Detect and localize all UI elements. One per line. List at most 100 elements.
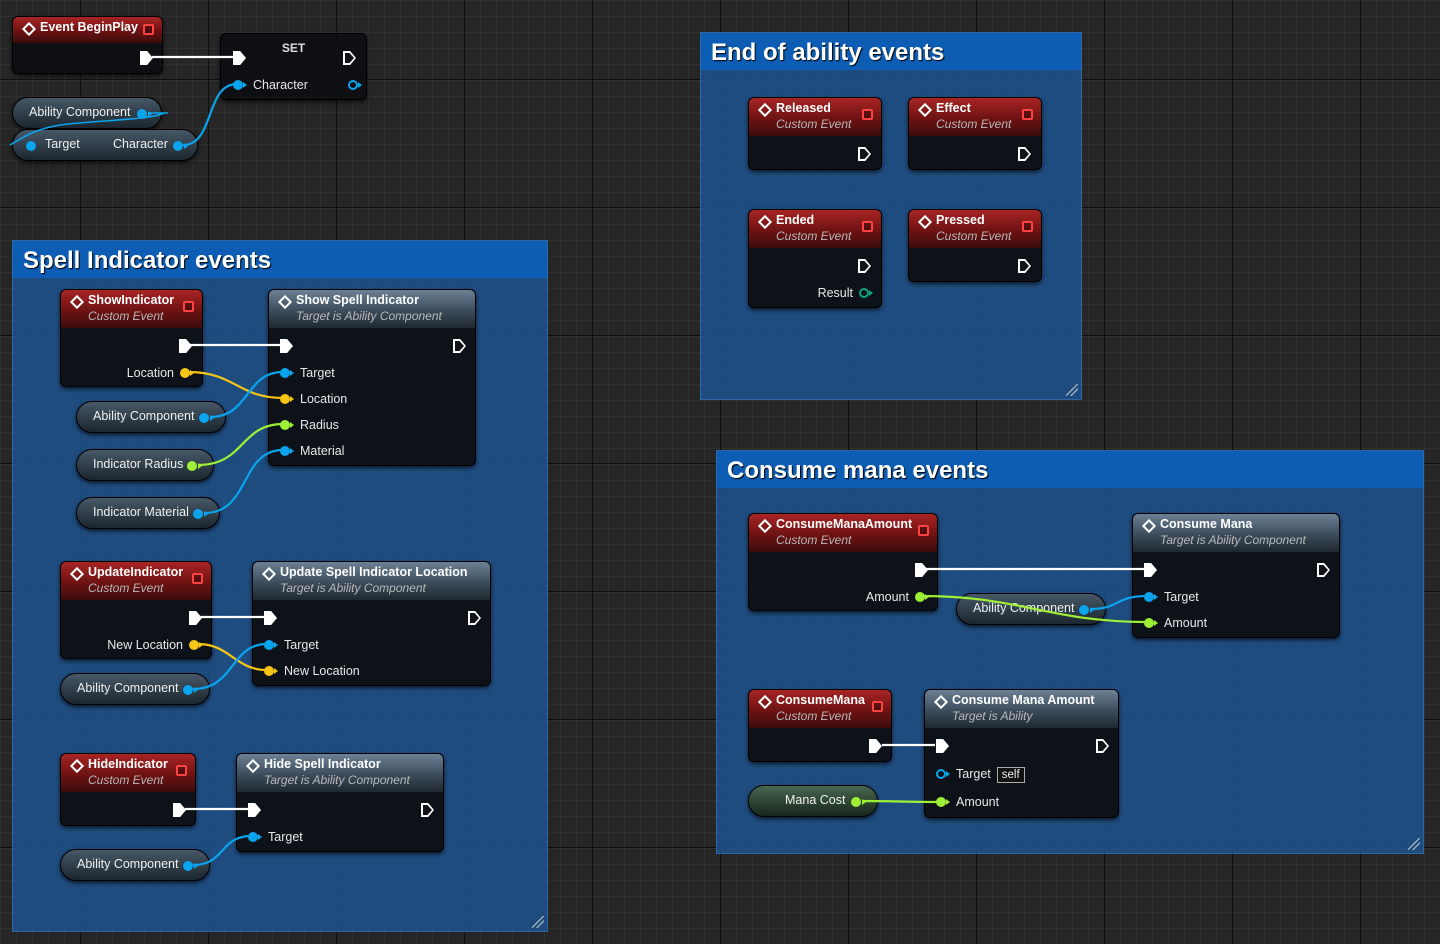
character-in-pin[interactable]: Character <box>233 77 308 93</box>
delegate-pin-icon[interactable] <box>183 301 194 312</box>
ended-event-node[interactable]: Ended Custom Event Result <box>748 209 882 308</box>
exec-out-pin[interactable] <box>343 51 356 65</box>
new-location-in-pin[interactable]: New Location <box>264 663 360 679</box>
node-header[interactable]: Ended Custom Event <box>749 210 881 248</box>
indicator-material-variable[interactable]: Indicator Material <box>76 497 220 529</box>
node-header[interactable]: Pressed Custom Event <box>909 210 1041 248</box>
show-indicator-event-node[interactable]: ShowIndicator Custom Event Location <box>60 289 203 387</box>
exec-in-pin[interactable] <box>248 803 261 817</box>
exec-in-pin[interactable] <box>1144 563 1157 577</box>
consume-mana-amount-event-node[interactable]: ConsumeManaAmount Custom Event Amount <box>748 513 938 611</box>
comment-title[interactable]: Spell Indicator events <box>13 241 547 278</box>
float-pin-icon[interactable] <box>187 461 197 471</box>
node-header[interactable]: Event BeginPlay <box>13 17 162 43</box>
exec-out-pin[interactable] <box>189 611 202 625</box>
new-location-out-pin[interactable]: New Location <box>107 637 205 653</box>
pressed-event-node[interactable]: Pressed Custom Event <box>908 209 1042 282</box>
exec-in-pin[interactable] <box>264 611 277 625</box>
ability-component-variable[interactable]: Ability Component <box>60 673 210 705</box>
ability-component-variable[interactable]: Ability Component <box>76 401 226 433</box>
exec-out-pin[interactable] <box>858 259 871 273</box>
target-in-pin[interactable]: Target <box>248 829 303 845</box>
node-header[interactable]: Update Spell Indicator Location Target i… <box>253 562 490 600</box>
exec-in-pin[interactable] <box>936 739 949 753</box>
object-pin-icon[interactable] <box>183 685 193 695</box>
target-in-pin[interactable]: Target <box>280 365 335 381</box>
event-beginplay-node[interactable]: Event BeginPlay <box>12 16 163 74</box>
delegate-pin-icon[interactable] <box>862 109 873 120</box>
update-spell-indicator-location-node[interactable]: Update Spell Indicator Location Target i… <box>252 561 491 686</box>
ability-component-variable[interactable]: Ability Component <box>12 97 162 129</box>
exec-in-pin[interactable] <box>280 339 293 353</box>
float-pin-icon[interactable] <box>851 797 861 807</box>
hide-spell-indicator-node[interactable]: Hide Spell Indicator Target is Ability C… <box>236 753 444 852</box>
delegate-pin-icon[interactable] <box>192 573 203 584</box>
amount-in-pin[interactable]: Amount <box>936 794 999 810</box>
exec-out-pin[interactable] <box>1096 739 1109 753</box>
amount-in-pin[interactable]: Amount <box>1144 615 1207 631</box>
update-indicator-event-node[interactable]: UpdateIndicator Custom Event New Locatio… <box>60 561 212 659</box>
result-out-pin[interactable]: Result <box>818 285 875 301</box>
node-header[interactable]: ConsumeMana Custom Event <box>749 690 891 728</box>
self-default-value[interactable]: self <box>996 767 1025 783</box>
node-header[interactable]: Hide Spell Indicator Target is Ability C… <box>237 754 443 792</box>
exec-out-pin[interactable] <box>1018 147 1031 161</box>
target-in-pin[interactable]: Target <box>1144 589 1199 605</box>
node-header[interactable]: UpdateIndicator Custom Event <box>61 562 211 600</box>
resize-handle-icon[interactable] <box>1408 838 1420 850</box>
node-header[interactable]: Released Custom Event <box>749 98 881 136</box>
node-header[interactable]: ConsumeManaAmount Custom Event <box>749 514 937 552</box>
object-pin-icon[interactable] <box>137 109 147 119</box>
ability-component-variable[interactable]: Ability Component <box>956 593 1106 625</box>
exec-out-pin[interactable] <box>140 51 153 65</box>
show-spell-indicator-node[interactable]: Show Spell Indicator Target is Ability C… <box>268 289 476 466</box>
object-pin-icon[interactable] <box>193 509 203 519</box>
character-out-pin[interactable] <box>344 77 364 93</box>
hide-indicator-event-node[interactable]: HideIndicator Custom Event <box>60 753 196 826</box>
object-pin-icon[interactable] <box>199 413 209 423</box>
location-in-pin[interactable]: Location <box>280 391 347 407</box>
delegate-pin-icon[interactable] <box>176 765 187 776</box>
indicator-radius-variable[interactable]: Indicator Radius <box>76 449 214 481</box>
radius-in-pin[interactable]: Radius <box>280 417 339 433</box>
delegate-pin-icon[interactable] <box>143 24 154 35</box>
delegate-pin-icon[interactable] <box>872 701 883 712</box>
exec-out-pin[interactable] <box>173 803 186 817</box>
mana-cost-variable[interactable]: Mana Cost <box>748 785 878 817</box>
node-header[interactable]: Consume Mana Amount Target is Ability <box>925 690 1118 728</box>
node-header[interactable]: HideIndicator Custom Event <box>61 754 195 792</box>
set-character-node[interactable]: SET Character <box>220 33 367 100</box>
effect-event-node[interactable]: Effect Custom Event <box>908 97 1042 170</box>
exec-out-pin[interactable] <box>468 611 481 625</box>
material-in-pin[interactable]: Material <box>280 443 344 459</box>
delegate-pin-icon[interactable] <box>918 525 929 536</box>
location-out-pin[interactable]: Location <box>127 365 196 381</box>
delegate-pin-icon[interactable] <box>862 221 873 232</box>
exec-out-pin[interactable] <box>453 339 466 353</box>
delegate-pin-icon[interactable] <box>1022 109 1033 120</box>
node-header[interactable]: Consume Mana Target is Ability Component <box>1133 514 1339 552</box>
resize-handle-icon[interactable] <box>532 916 544 928</box>
target-in-pin[interactable]: Target <box>264 637 319 653</box>
object-pin-icon[interactable] <box>183 861 193 871</box>
character-pin-icon[interactable] <box>173 141 183 151</box>
consume-mana-node[interactable]: Consume Mana Target is Ability Component… <box>1132 513 1340 638</box>
consume-mana-amount-node[interactable]: Consume Mana Amount Target is Ability Ta… <box>924 689 1119 818</box>
exec-out-pin[interactable] <box>179 339 192 353</box>
node-header[interactable]: Show Spell Indicator Target is Ability C… <box>269 290 475 328</box>
target-pin-icon[interactable] <box>26 141 36 151</box>
exec-out-pin[interactable] <box>915 563 928 577</box>
ability-component-variable[interactable]: Ability Component <box>60 849 210 881</box>
consume-mana-event-node[interactable]: ConsumeMana Custom Event <box>748 689 892 762</box>
exec-out-pin[interactable] <box>869 739 882 753</box>
node-header[interactable]: Effect Custom Event <box>909 98 1041 136</box>
comment-title[interactable]: End of ability events <box>701 33 1081 70</box>
comment-title[interactable]: Consume mana events <box>717 451 1423 488</box>
resize-handle-icon[interactable] <box>1066 384 1078 396</box>
exec-out-pin[interactable] <box>1018 259 1031 273</box>
exec-in-pin[interactable] <box>233 51 246 65</box>
exec-out-pin[interactable] <box>421 803 434 817</box>
delegate-pin-icon[interactable] <box>1022 221 1033 232</box>
node-header[interactable]: ShowIndicator Custom Event <box>61 290 202 328</box>
exec-out-pin[interactable] <box>1317 563 1330 577</box>
